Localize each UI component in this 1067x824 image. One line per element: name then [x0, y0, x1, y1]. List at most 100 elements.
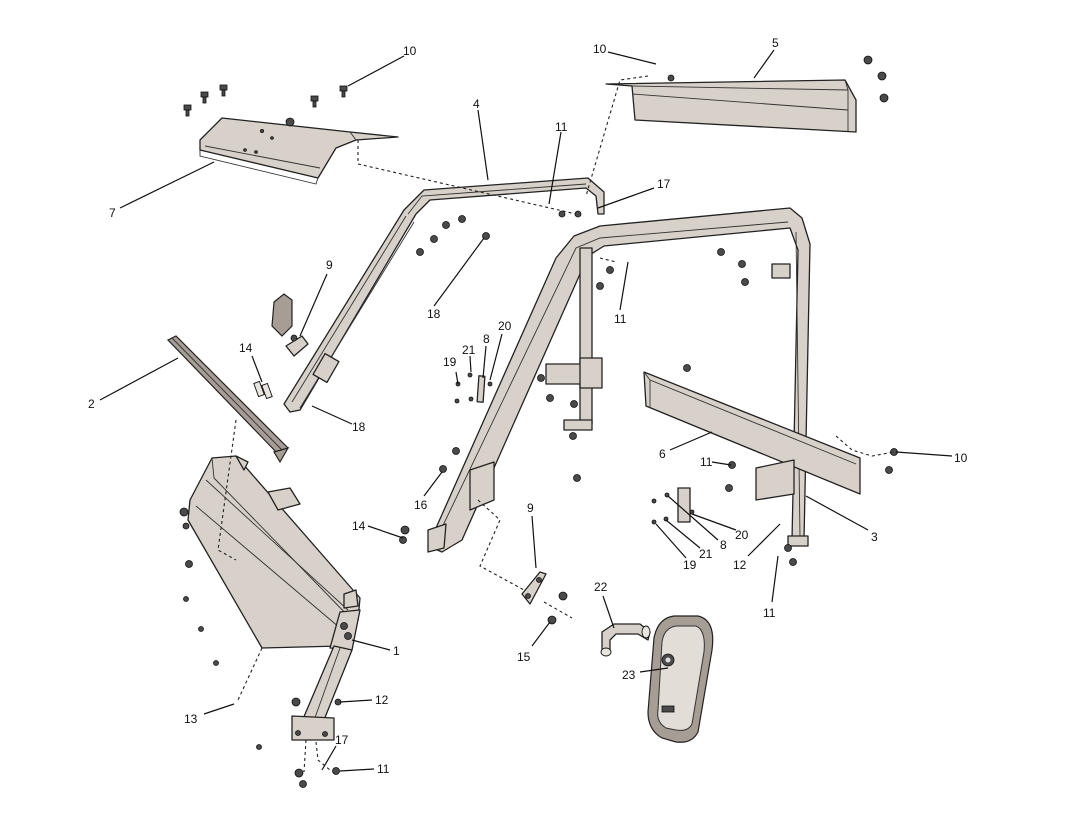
nut-icon [683, 364, 691, 372]
part-9-bracket-upper [271, 293, 309, 357]
callout-17: 17 [657, 177, 671, 191]
nut-icon [879, 93, 889, 103]
nut-icon [606, 266, 614, 274]
callout-3: 3 [871, 530, 878, 544]
callout-9: 9 [527, 501, 534, 515]
part-3-main-roll-bar [427, 207, 811, 566]
bolt-icon [183, 104, 192, 117]
part-5-rear-panel [605, 55, 889, 133]
nut-icon [573, 474, 581, 482]
nut-icon [256, 744, 262, 750]
callout-11: 11 [700, 455, 713, 469]
callout-13: 13 [184, 712, 198, 726]
callout-11: 11 [763, 606, 776, 620]
callout-10: 10 [593, 42, 607, 56]
screw-icon [290, 334, 298, 342]
nut-icon [546, 394, 554, 402]
callout-22: 22 [594, 580, 608, 594]
callout-23: 23 [622, 668, 636, 682]
nut-icon [285, 117, 295, 127]
callout-labels: 10 10 5 4 11 17 7 9 18 11 14 21 8 20 19 … [88, 36, 968, 776]
callout-19: 19 [683, 558, 697, 572]
callout-4: 4 [473, 97, 480, 111]
nut-icon [213, 660, 219, 666]
part-1-side-panel [179, 455, 410, 788]
callout-12: 12 [375, 693, 389, 707]
bolt-icon [179, 507, 189, 517]
nut-icon [789, 558, 797, 566]
nut-icon [183, 596, 189, 602]
nut-icon [596, 282, 604, 290]
bolt-icon [339, 85, 348, 98]
callout-5: 5 [772, 36, 779, 50]
nut-icon [717, 248, 725, 256]
callout-15: 15 [517, 650, 531, 664]
nut-icon [294, 768, 304, 778]
callout-20: 20 [735, 528, 749, 542]
nut-icon [452, 447, 460, 455]
nut-icon [570, 400, 578, 408]
assembly-dashed-lines [217, 75, 895, 773]
part-9-bracket-lower [521, 571, 568, 625]
nut-icon [198, 626, 204, 632]
callout-1: 1 [393, 644, 400, 658]
nut-icon [885, 466, 893, 474]
callout-21: 21 [462, 343, 476, 357]
callout-8: 8 [720, 538, 727, 552]
callout-18: 18 [352, 420, 366, 434]
nut-icon [332, 767, 340, 775]
part-7-front-panel [183, 84, 399, 185]
callout-16: 16 [414, 498, 428, 512]
nut-icon [537, 374, 545, 382]
nut-icon [400, 525, 410, 535]
plate-group-right [651, 487, 695, 525]
callout-14: 14 [239, 341, 253, 355]
bolt-icon [200, 91, 209, 104]
washer-icon [667, 74, 675, 82]
nut-icon [569, 432, 577, 440]
callout-9: 9 [326, 258, 333, 272]
nut-icon [725, 484, 733, 492]
callout-10: 10 [403, 44, 417, 58]
nut-icon [430, 235, 438, 243]
callout-17: 17 [335, 733, 349, 747]
callout-7: 7 [109, 206, 116, 220]
part-23-mirror [647, 615, 714, 743]
bolt-icon [182, 522, 190, 530]
nut-icon [741, 278, 749, 286]
callout-12: 12 [733, 558, 747, 572]
bolt-icon [558, 210, 566, 218]
callout-20: 20 [498, 319, 512, 333]
nut-icon [416, 248, 424, 256]
callout-21: 21 [699, 547, 713, 561]
part-14-clip [253, 380, 273, 400]
callout-10: 10 [954, 451, 968, 465]
part-22-mirror-arm [600, 623, 651, 657]
callout-11: 11 [614, 312, 627, 326]
nut-icon [458, 215, 466, 223]
nut-icon [442, 221, 450, 229]
nut-icon [738, 260, 746, 268]
callout-6: 6 [659, 447, 666, 461]
callout-11: 11 [555, 120, 568, 134]
nut-icon [784, 544, 792, 552]
part-2-seal-strip [167, 335, 290, 464]
bolt-icon [310, 95, 319, 108]
part-6-cross-bar [643, 371, 898, 501]
callout-8: 8 [483, 332, 490, 346]
nut-icon [399, 536, 407, 544]
callout-19: 19 [443, 355, 457, 369]
part-4-front-roll-bar [283, 177, 605, 413]
bolt-icon [219, 84, 228, 97]
bolt-icon [558, 591, 568, 601]
nut-icon [291, 697, 301, 707]
callout-11: 11 [377, 762, 390, 776]
bolt-icon [863, 55, 873, 65]
callout-14: 14 [352, 519, 366, 533]
leader-lines [99, 49, 953, 772]
bolt-icon [877, 71, 887, 81]
plate-group-left [454, 372, 493, 404]
nut-icon [185, 560, 193, 568]
nut-icon [482, 232, 490, 240]
